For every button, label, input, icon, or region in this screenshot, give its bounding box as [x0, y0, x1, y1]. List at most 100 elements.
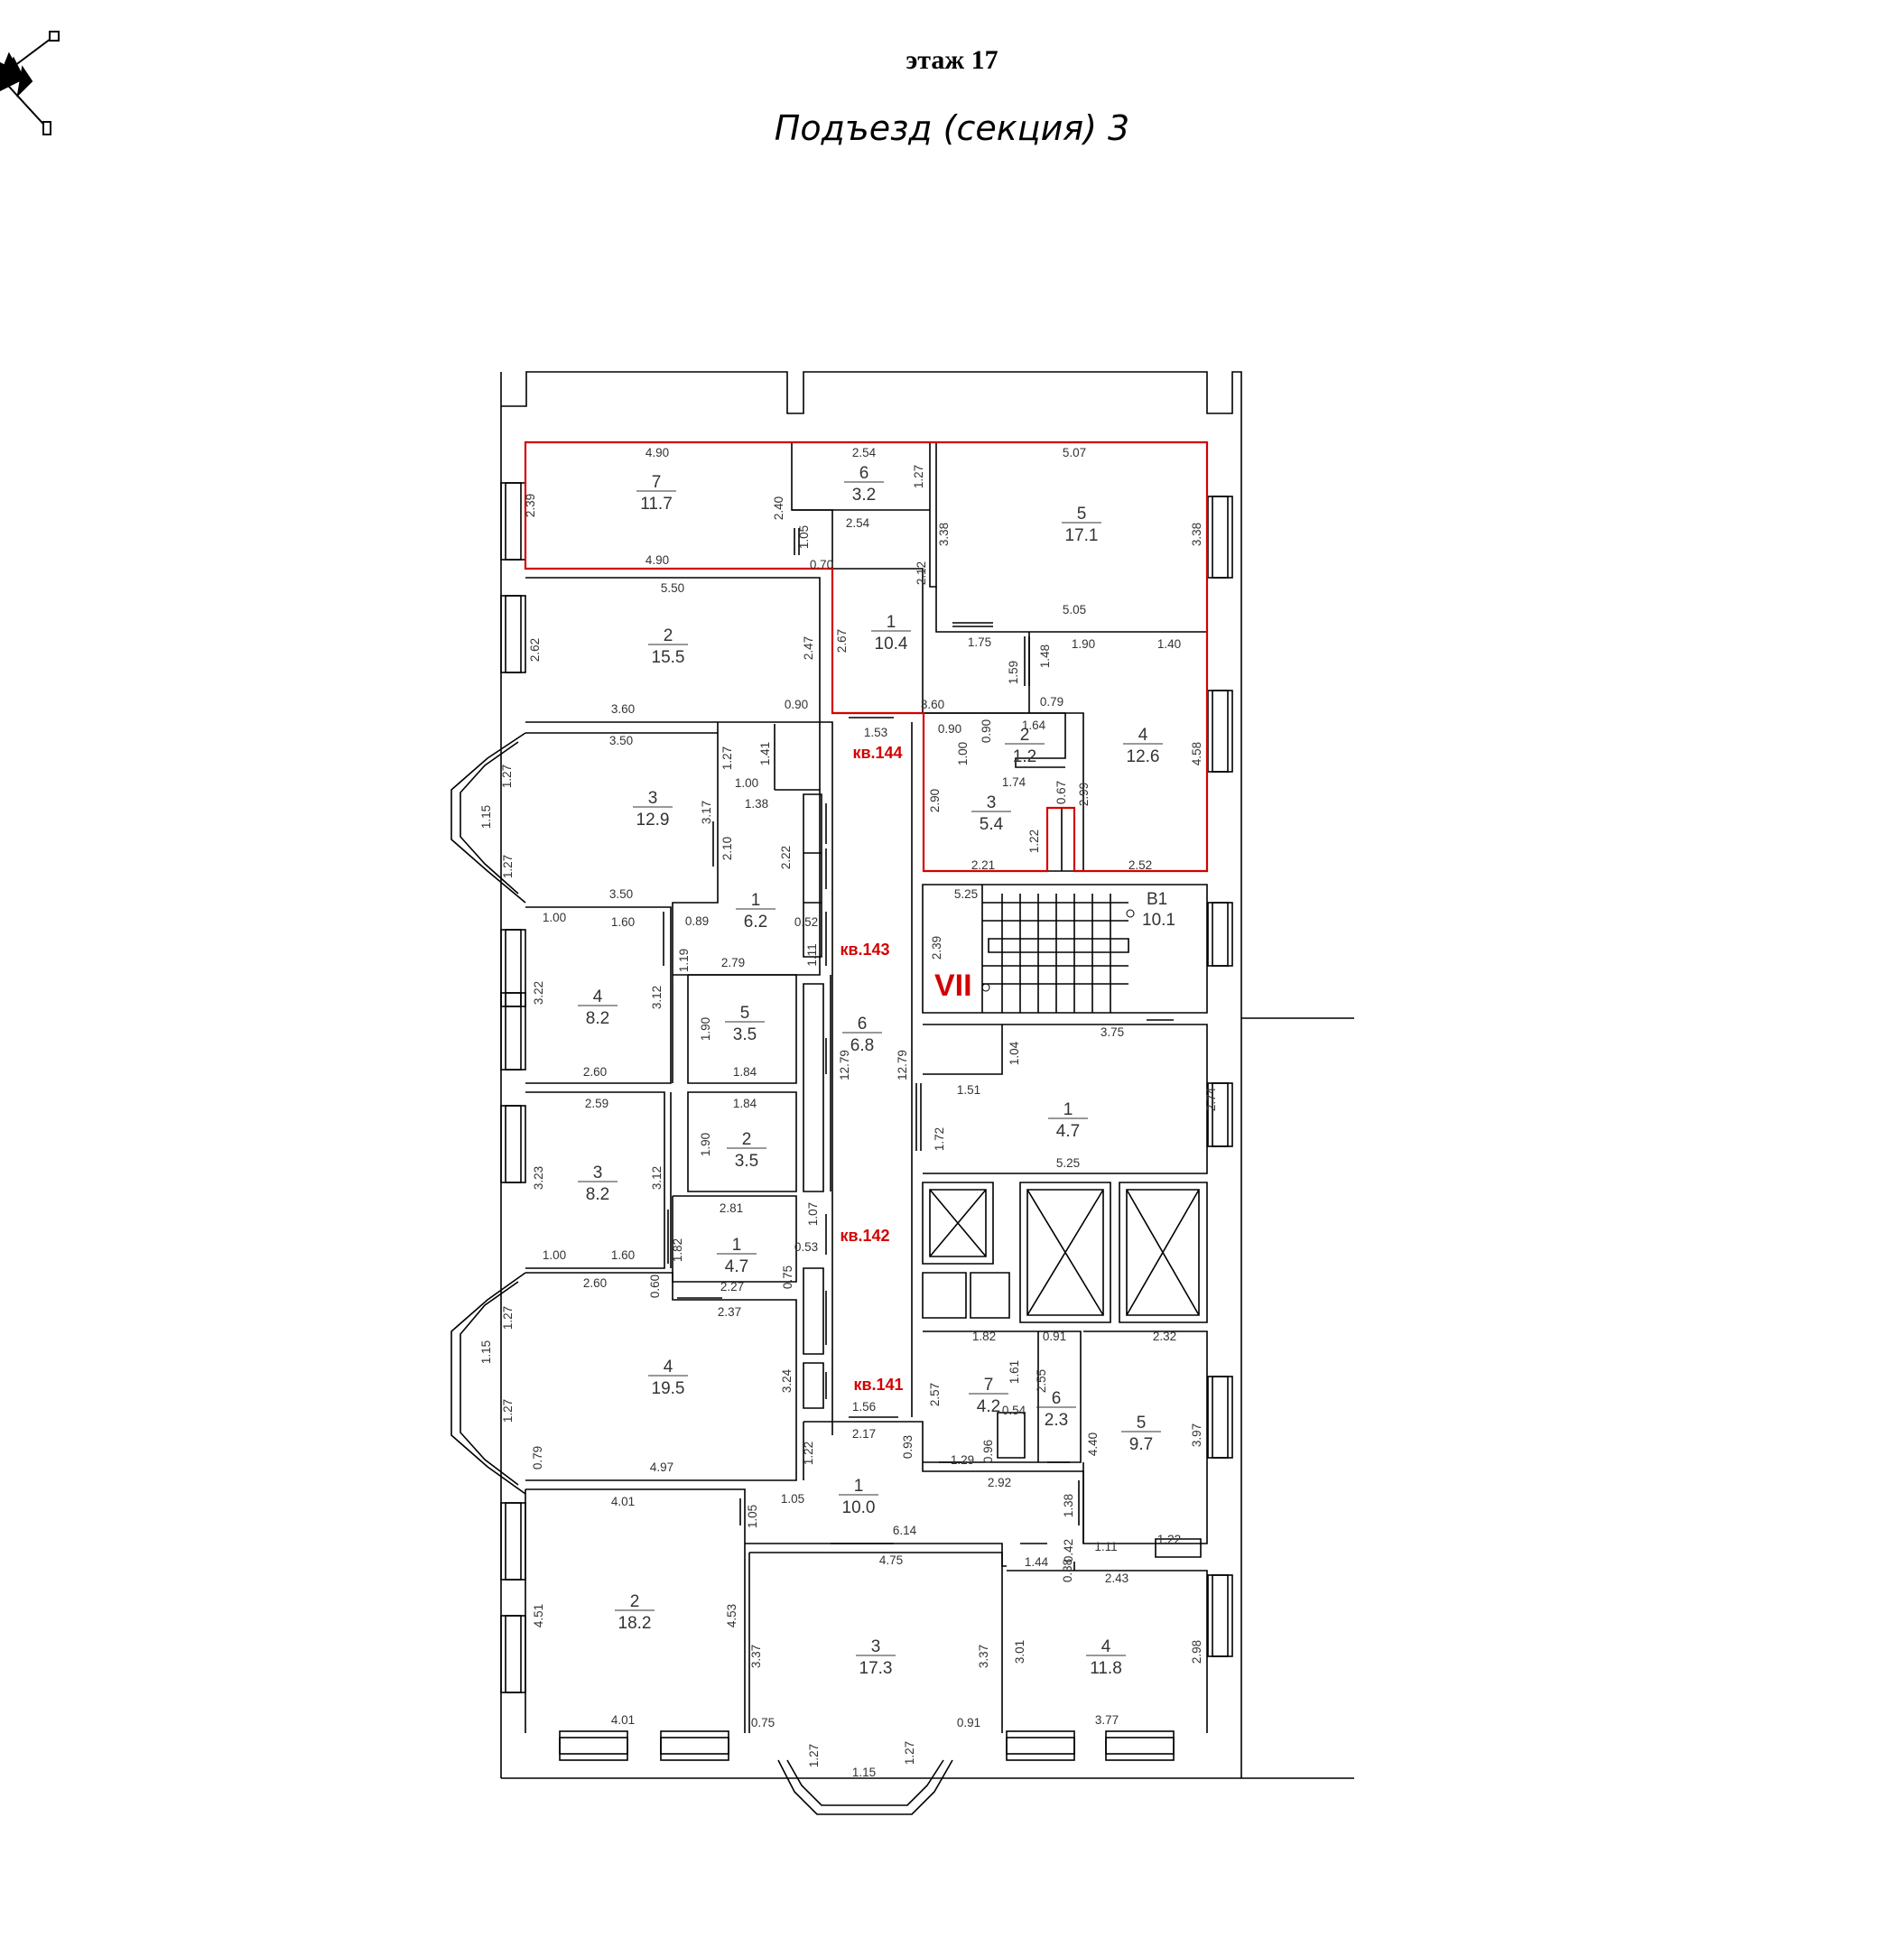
dimension-label: 1.27 [501, 1399, 515, 1423]
dimension-label: 1.05 [797, 525, 811, 549]
dimension-label: 3.24 [780, 1368, 794, 1393]
dimension-label: 1.61 [1008, 1360, 1021, 1384]
dimension-label: 3.01 [1013, 1640, 1026, 1664]
dimension-label: 0.53 [794, 1240, 818, 1254]
dimension-label: 1.27 [720, 746, 734, 770]
dimension-label: 0.79 [531, 1446, 544, 1470]
dimension-label: 1.00 [956, 742, 970, 765]
room-number-r142-2: 2 [742, 1130, 752, 1149]
dimension-label: 0.38 [1061, 1559, 1074, 1582]
dimension-label: 3.12 [650, 1166, 664, 1190]
dimension-label: 2.52 [1128, 858, 1152, 872]
dimension-label: 5.07 [1063, 446, 1086, 459]
room-area-r141-2: 18.2 [618, 1614, 652, 1633]
room-number-r143-4: 4 [593, 987, 603, 1006]
dimension-label: 1.22 [1027, 830, 1041, 853]
room-number-r142-6: 6 [858, 1015, 868, 1034]
dimension-label: 1.44 [1025, 1555, 1049, 1569]
room-number-r141-4: 4 [1101, 1637, 1111, 1656]
dimension-label: 1.00 [543, 911, 566, 924]
dimension-label: 3.38 [1190, 523, 1203, 546]
room-number-r142-4: 4 [664, 1358, 673, 1377]
dimension-label: 5.25 [1056, 1156, 1080, 1170]
dimension-label: 1.64 [1022, 719, 1046, 732]
dimension-label: 1.59 [1007, 661, 1020, 684]
door-ticks [663, 528, 1174, 1544]
dimension-label: 2.99 [1077, 783, 1091, 806]
room-number-r144-5: 5 [1077, 505, 1087, 524]
stair-room-area: 10.1 [1142, 911, 1175, 930]
dimension-label: 1.15 [479, 1340, 493, 1364]
dimension-label: 1.38 [1062, 1494, 1075, 1517]
dimension-label: 2.98 [1190, 1640, 1203, 1664]
dimension-label: 1.60 [611, 915, 635, 929]
dimension-label: 1.53 [864, 726, 887, 739]
room-area-r141-3: 17.3 [859, 1659, 893, 1678]
room-area-r144-3: 5.4 [980, 815, 1004, 834]
dimension-label: 2.90 [928, 789, 942, 812]
bay-bottom-left [450, 1272, 526, 1495]
dimension-label: 1.60 [611, 1248, 635, 1262]
dimension-label: 1.27 [903, 1741, 916, 1765]
room-number-r142-3: 3 [593, 1164, 603, 1182]
room-area-r144-7: 11.7 [640, 495, 673, 514]
room-number-hall-1: 1 [1063, 1100, 1073, 1119]
dimension-label: 4.51 [532, 1604, 545, 1627]
dimension-label: 1.90 [1072, 637, 1095, 651]
dimension-label: 2.43 [1105, 1572, 1128, 1585]
room-number-r144-6: 6 [859, 464, 869, 483]
dimension-label: 3.50 [609, 887, 633, 901]
room-area-r141-4: 11.8 [1090, 1659, 1122, 1678]
room-number-r141-5: 5 [1137, 1414, 1147, 1432]
dimension-label: 1.82 [671, 1238, 684, 1262]
room-number-r144-2: 2 [1020, 726, 1030, 745]
dimension-label: 1.27 [501, 855, 515, 878]
dimension-label: 1.84 [733, 1065, 757, 1079]
dimension-label: 2.21 [971, 858, 995, 872]
room-number-r144-1: 1 [887, 613, 896, 632]
dimension-label: 1.19 [677, 949, 691, 972]
dimension-label: 1.72 [933, 1127, 946, 1151]
bottom-windows [559, 1730, 1175, 1761]
dimension-label: 2.12 [915, 561, 928, 585]
dimension-label: 2.47 [802, 636, 815, 660]
floor-title: этаж 17 [906, 45, 998, 75]
room-area-r143-2: 15.5 [652, 648, 685, 667]
dimension-label: 2.59 [585, 1097, 608, 1110]
dimension-label: 2.60 [583, 1065, 607, 1079]
flat-label-f144: кв.144 [852, 744, 902, 762]
dimension-label: 4.01 [611, 1713, 635, 1727]
room-area-r143-1: 6.2 [744, 913, 767, 932]
stair-down-marker [981, 983, 990, 992]
dimension-label: 1.84 [733, 1097, 757, 1110]
dimension-label: 1.29 [951, 1453, 974, 1467]
room-area-r143-4: 8.2 [586, 1009, 609, 1028]
dimension-label: 0.67 [1054, 781, 1068, 804]
flat-label-f141: кв.141 [853, 1376, 903, 1394]
room-number-r143-2: 2 [664, 626, 673, 645]
room-area-r143-3: 12.9 [636, 811, 670, 830]
room-area-r144-4: 12.6 [1127, 747, 1160, 766]
room-number-r144-4: 4 [1138, 726, 1148, 745]
dimension-label: 1.11 [805, 943, 819, 966]
stair-treads [982, 894, 1128, 1013]
dimension-label: 2.27 [720, 1280, 744, 1293]
dimension-label: 2.79 [721, 956, 745, 969]
dimension-label: 0.91 [957, 1716, 980, 1729]
dimension-label: 12.79 [896, 1050, 909, 1080]
room-area-r142-4: 19.5 [652, 1379, 685, 1398]
dimension-label: 3.60 [921, 698, 944, 711]
dimension-label: 1.15 [852, 1766, 876, 1779]
dimension-label: 1.90 [699, 1017, 712, 1041]
room-number-r143-1: 1 [751, 891, 761, 910]
dimension-label: 3.60 [611, 702, 635, 716]
dimension-label: 1.05 [781, 1492, 804, 1506]
dimension-label: 2.81 [720, 1201, 743, 1215]
dimension-label: 1.82 [972, 1330, 996, 1343]
left-windows [500, 482, 526, 1693]
dimension-label: 5.25 [954, 887, 978, 901]
room-area-r141-6: 2.3 [1045, 1411, 1068, 1430]
flat-label-f142: кв.142 [840, 1227, 889, 1245]
room-number-r141-7: 7 [984, 1376, 994, 1395]
